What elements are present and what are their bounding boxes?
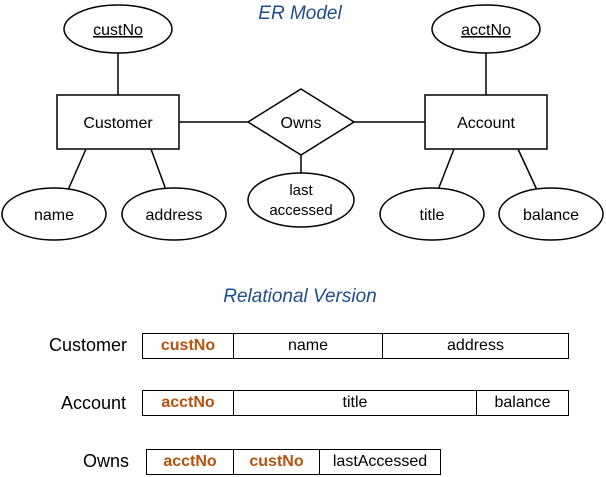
connector-address xyxy=(150,148,167,191)
connector-balance xyxy=(517,148,538,191)
relation-owns-key-custno: custNo xyxy=(234,450,320,474)
relation-account-col-title: title xyxy=(234,391,477,415)
relation-owns-col-lastaccessed: lastAccessed xyxy=(332,453,428,470)
attr-custno-label: custNo xyxy=(93,22,143,39)
relation-customer-row: custNo name address xyxy=(142,333,569,359)
relation-account-col-balance: balance xyxy=(494,394,551,411)
relation-owns-label: Owns xyxy=(82,451,129,471)
relationship-owns-label: Owns xyxy=(281,115,322,132)
attr-title-ellipse xyxy=(379,187,485,241)
attr-title-label: title xyxy=(420,207,445,224)
entity-customer-label: Customer xyxy=(83,115,153,132)
er-model-title: ER Model xyxy=(258,3,342,24)
relation-customer-label: Customer xyxy=(48,335,127,355)
relation-account-label: Account xyxy=(60,393,126,413)
relational-version-title: Relational Version xyxy=(223,286,377,307)
attr-last-accessed-ellipse xyxy=(247,172,355,228)
attr-address-label: address xyxy=(146,207,203,224)
attr-name-label: name xyxy=(34,207,74,224)
entity-account-label: Account xyxy=(457,115,515,132)
attr-balance-label: balance xyxy=(523,207,579,224)
relation-customer-col-address: address xyxy=(447,337,504,354)
attr-name-ellipse xyxy=(1,187,107,241)
attr-address-ellipse xyxy=(121,187,227,241)
entity-account-box xyxy=(424,94,548,150)
relationship-owns-diamond xyxy=(246,88,356,156)
attr-accessed-label: accessed xyxy=(269,202,332,219)
relation-account-row: acctNo title balance xyxy=(142,390,569,416)
attr-acctno-label: acctNo xyxy=(461,22,511,39)
connector-name xyxy=(67,148,87,191)
relation-customer-key-custno: custNo xyxy=(143,334,234,358)
attr-acctno-ellipse xyxy=(431,4,541,54)
connector-title xyxy=(437,148,455,191)
attr-balance-ellipse xyxy=(498,187,604,241)
attr-custno-ellipse xyxy=(63,4,173,54)
relation-owns-row: acctNo custNo lastAccessed xyxy=(146,449,441,475)
relation-account-key-acctno: acctNo xyxy=(143,391,234,415)
entity-customer-box xyxy=(56,94,180,150)
relation-customer-col-name: name xyxy=(234,334,383,358)
attr-last-label: last xyxy=(289,182,313,199)
relation-owns-key-acctno: acctNo xyxy=(147,450,234,474)
